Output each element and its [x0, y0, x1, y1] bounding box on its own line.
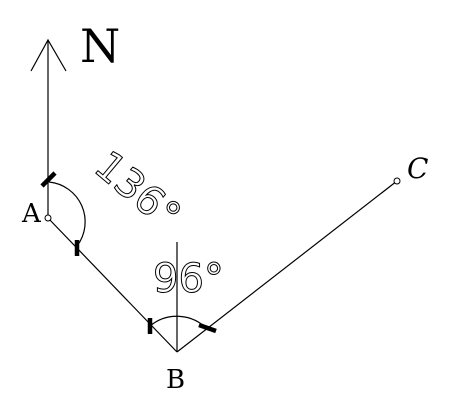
angle-label-b: 96° [153, 256, 224, 302]
north-label: N [80, 19, 120, 73]
north-arrow-head [30, 38, 67, 72]
point-a-label: A [21, 199, 42, 229]
segment-ab [47, 217, 178, 353]
point-c [393, 177, 401, 185]
angle-arc-b [149, 315, 209, 331]
angle-arc-a [48, 181, 86, 247]
angle-tick-a-1 [40, 171, 57, 188]
angle-tick-b-2 [198, 322, 217, 334]
point-a [44, 214, 52, 222]
segment-bc [176, 180, 398, 353]
point-b-label: B [166, 365, 185, 395]
point-c-label: C [407, 152, 428, 185]
angle-label-a: 136° [86, 142, 189, 239]
